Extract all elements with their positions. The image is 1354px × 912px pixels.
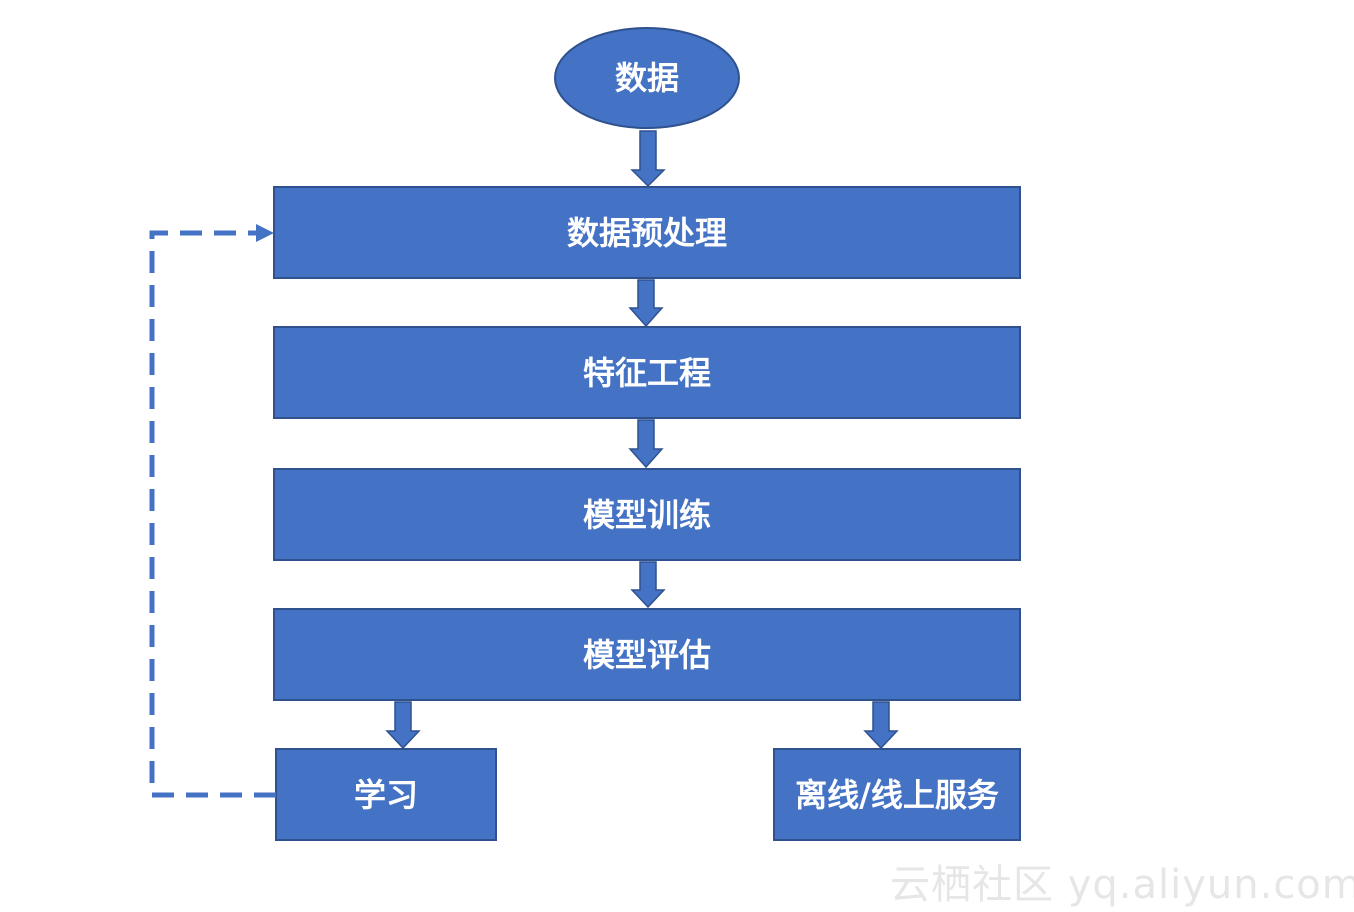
node-feature-engineering-label: 特征工程 (583, 354, 711, 392)
node-serving: 离线/线上服务 (773, 748, 1021, 841)
node-model-evaluation: 模型评估 (273, 608, 1021, 701)
arrow-preprocess-to-feature (628, 279, 664, 328)
node-data: 数据 (554, 27, 740, 129)
node-data-label: 数据 (615, 59, 679, 97)
node-learning-label: 学习 (354, 776, 418, 814)
node-learning: 学习 (275, 748, 497, 841)
watermark: 云栖社区 yq.aliyun.com (890, 862, 1354, 908)
feedback-loop-dashed-line (149, 230, 276, 798)
node-feature-engineering: 特征工程 (273, 326, 1021, 419)
node-serving-label: 离线/线上服务 (795, 776, 999, 814)
node-model-training: 模型训练 (273, 468, 1021, 561)
node-preprocess: 数据预处理 (273, 186, 1021, 279)
arrow-data-to-preprocess (630, 130, 666, 188)
node-model-evaluation-label: 模型评估 (583, 636, 711, 674)
node-model-training-label: 模型训练 (583, 496, 711, 534)
node-preprocess-label: 数据预处理 (567, 214, 727, 252)
arrow-feature-to-training (628, 419, 664, 469)
arrow-evaluation-to-learning (385, 701, 421, 750)
feedback-loop-arrowhead (256, 224, 274, 242)
arrow-evaluation-to-serving (863, 701, 899, 750)
arrow-training-to-evaluation (630, 561, 666, 609)
